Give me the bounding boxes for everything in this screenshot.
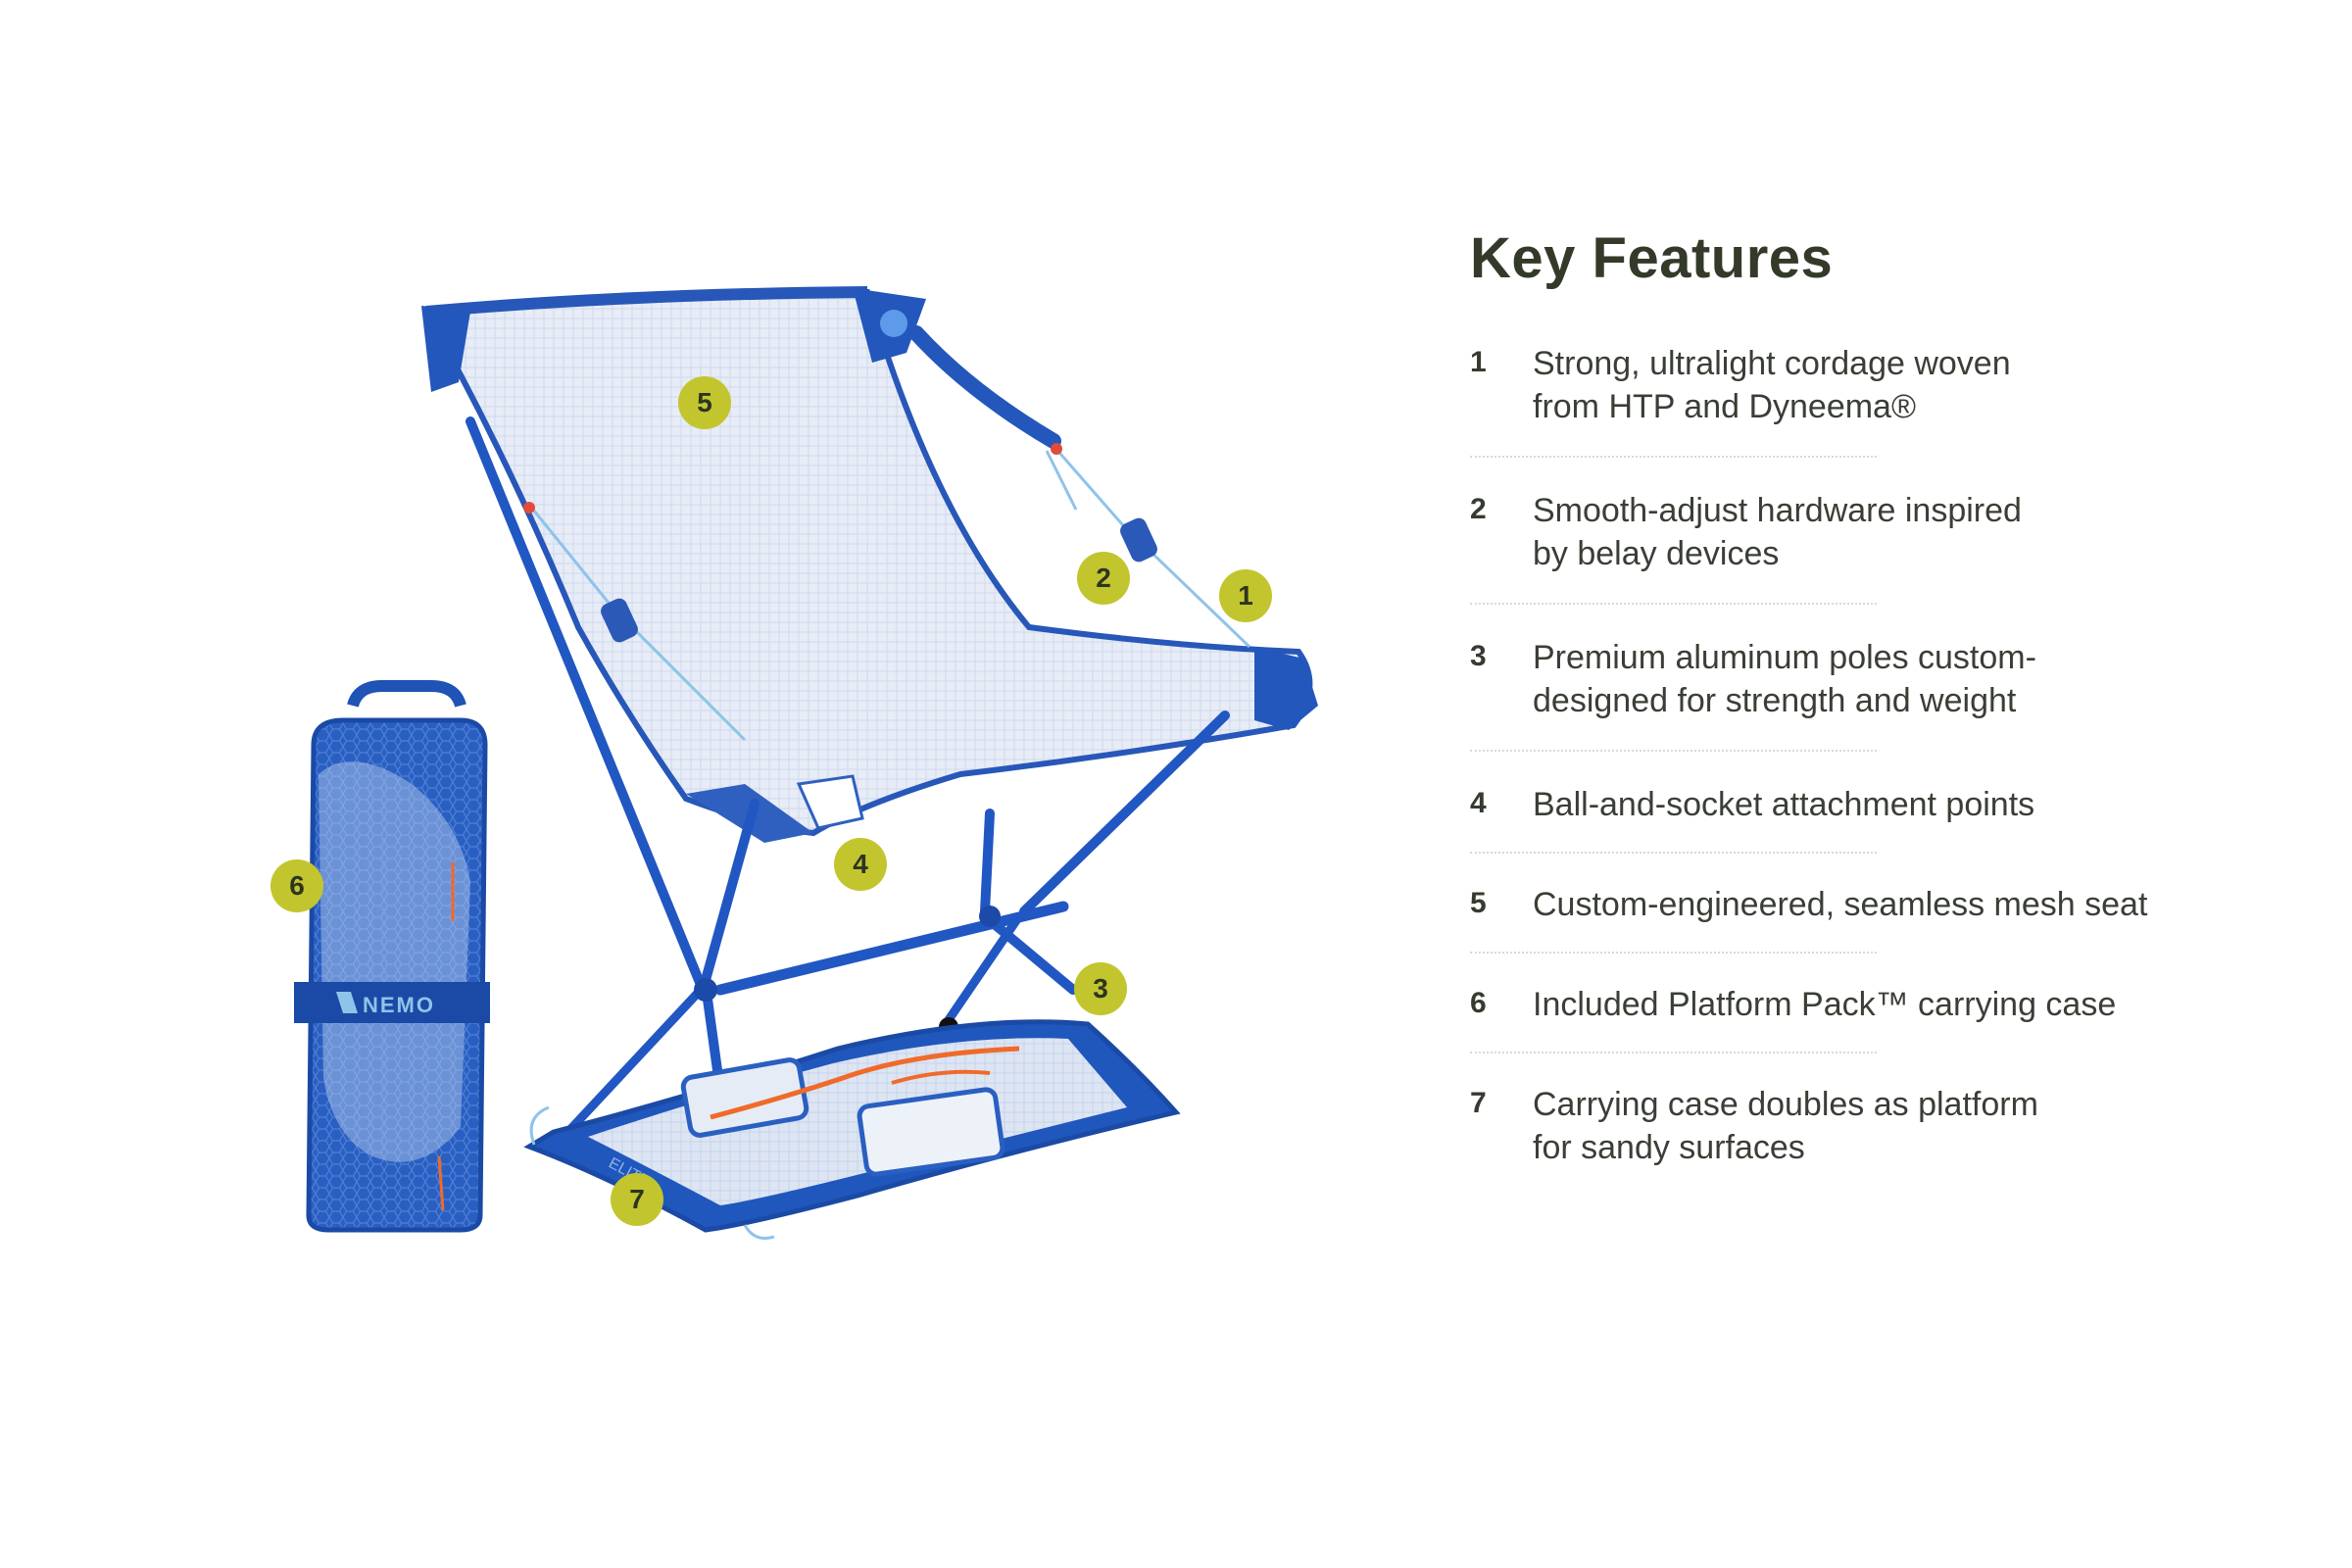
divider [1470,603,1877,605]
feature-item-7: 7 Carrying case doubles as platform for … [1470,1083,2234,1169]
chair-illustration: ELITE NEMO [294,286,1318,1240]
cordage [523,443,1251,742]
feature-line: Carrying case doubles as platform [1533,1086,2038,1123]
feature-text: Premium aluminum poles custom- designed … [1533,636,2036,722]
feature-line: from HTP and Dyneema® [1533,388,1917,425]
feature-line: Strong, ultralight cordage woven [1533,345,2011,382]
nemo-logo-icon [336,992,358,1013]
feature-text: Smooth-adjust hardware inspired by belay… [1533,489,2022,575]
divider [1470,952,1877,954]
callout-1: 1 [1219,569,1272,622]
feature-number: 5 [1470,887,1487,919]
feature-number: 7 [1470,1087,1487,1119]
feature-line: by belay devices [1533,535,1780,572]
feature-text: Custom-engineered, seamless mesh seat [1533,883,2147,926]
feature-line: Included Platform Pack™ carrying case [1533,986,2117,1023]
feature-number: 1 [1470,346,1487,378]
feature-line: designed for strength and weight [1533,682,2017,719]
feature-item-1: 1 Strong, ultralight cordage woven from … [1470,342,2234,428]
feature-line: Premium aluminum poles custom- [1533,639,2036,676]
feature-item-2: 2 Smooth-adjust hardware inspired by bel… [1470,489,2234,575]
divider [1470,852,1877,854]
carrying-case: NEMO [294,680,490,1233]
key-features-panel: Key Features 1 Strong, ultralight cordag… [1470,225,2234,1169]
callout-2: 2 [1077,552,1130,605]
callout-3: 3 [1074,962,1127,1015]
feature-item-4: 4 Ball-and-socket attachment points [1470,783,2234,826]
feature-line: for sandy surfaces [1533,1129,1805,1166]
feature-text: Included Platform Pack™ carrying case [1533,983,2116,1026]
case-brand-logo: NEMO [363,993,435,1017]
feature-text: Ball-and-socket attachment points [1533,783,2034,826]
feature-text: Strong, ultralight cordage woven from HT… [1533,342,2011,428]
callout-7: 7 [611,1173,663,1226]
feature-line: Custom-engineered, seamless mesh seat [1533,886,2148,923]
divider [1470,456,1877,458]
feature-item-3: 3 Premium aluminum poles custom- designe… [1470,636,2234,722]
feature-line: Ball-and-socket attachment points [1533,786,2035,823]
feature-line: Smooth-adjust hardware inspired [1533,492,2022,529]
callout-6: 6 [270,859,323,912]
callout-4: 4 [834,838,887,891]
feature-number: 6 [1470,987,1487,1019]
divider [1470,750,1877,752]
divider [1470,1052,1877,1054]
feature-item-5: 5 Custom-engineered, seamless mesh seat [1470,883,2234,926]
feature-text: Carrying case doubles as platform for sa… [1533,1083,2038,1169]
feature-number: 4 [1470,787,1487,819]
key-features-heading: Key Features [1470,226,1834,290]
feature-item-6: 6 Included Platform Pack™ carrying case [1470,983,2234,1026]
feature-number: 2 [1470,493,1487,525]
callout-5: 5 [678,376,731,429]
platform-sheet: ELITE [523,1019,1181,1240]
feature-number: 3 [1470,640,1487,672]
